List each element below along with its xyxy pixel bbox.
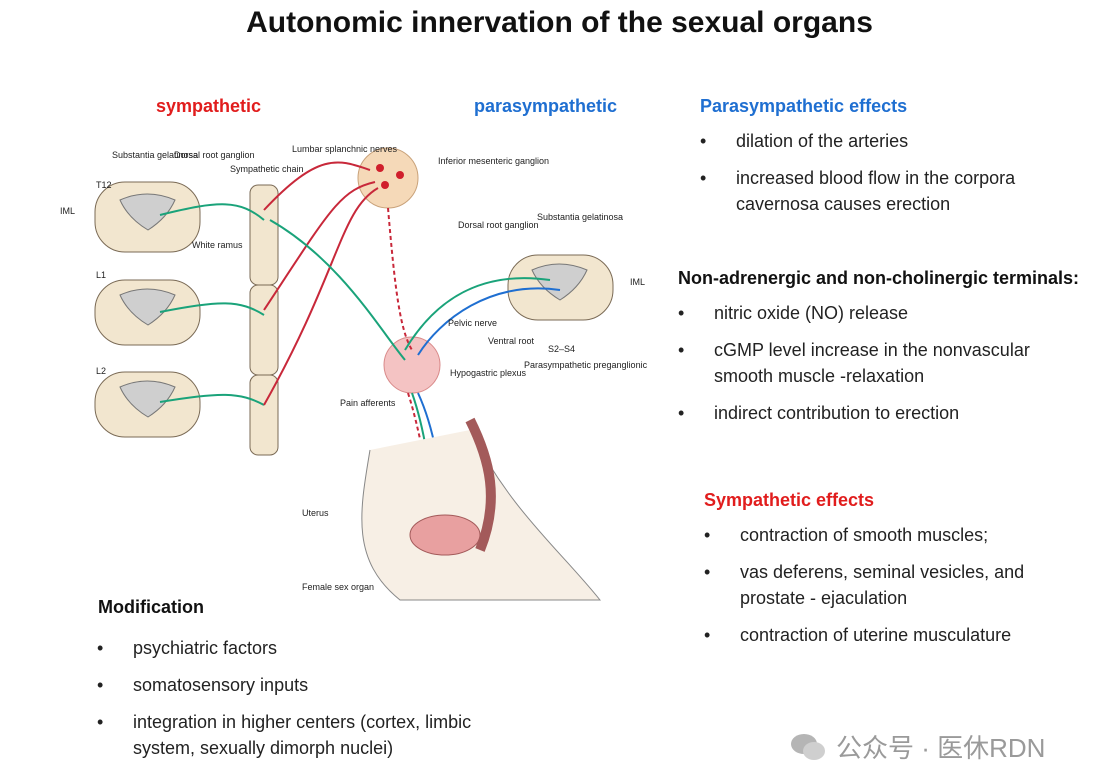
- label-uterus: Uterus: [302, 508, 329, 518]
- list-item: contraction of smooth muscles;: [704, 522, 1074, 548]
- label-iml-left: IML: [60, 206, 75, 216]
- label-iml-right: IML: [630, 277, 645, 287]
- list-item: integration in higher centers (cortex, l…: [97, 709, 537, 761]
- watermark-text: 公众号 · 医休RDN: [836, 733, 1046, 763]
- nanc-list: nitric oxide (NO) release cGMP level inc…: [678, 300, 1078, 437]
- label-dorsal-root-ganglion-1: Dorsal root ganglion: [174, 150, 255, 160]
- label-lumbar-splanchnic: Lumbar splanchnic nerves: [292, 144, 398, 154]
- uterus-shape: [409, 514, 481, 556]
- label-l2: L2: [96, 366, 106, 376]
- wechat-icon: [791, 733, 825, 760]
- label-t12: T12: [96, 180, 112, 190]
- label-pain-afferents: Pain afferents: [340, 398, 396, 408]
- hypogastric-plexus-shape: [383, 336, 441, 394]
- list-item: nitric oxide (NO) release: [678, 300, 1078, 326]
- parasympathetic-effects-list: dilation of the arteries increased blood…: [700, 128, 1080, 228]
- sympathetic-effects-heading: Sympathetic effects: [704, 490, 875, 510]
- list-item: dilation of the arteries: [700, 128, 1080, 154]
- nanc-heading: Non-adrenergic and non-cholinergic termi…: [678, 268, 1080, 288]
- innervation-diagram: Substantia gelatinosa Dorsal root gangli…: [60, 144, 650, 601]
- label-parasympathetic-preganglionic: Parasympathetic preganglionic neurons: [524, 360, 650, 370]
- list-item: contraction of uterine musculature: [704, 622, 1074, 648]
- pelvis-outline: [361, 429, 602, 601]
- spinal-segment-s2s4: [507, 254, 614, 321]
- label-inferior-mesenteric: Inferior mesenteric ganglion: [438, 156, 549, 166]
- list-item: somatosensory inputs: [97, 672, 537, 698]
- label-ventral-root: Ventral root: [488, 336, 535, 346]
- watermark: 公众号 · 医休RDN: [790, 728, 1045, 765]
- label-l1: L1: [96, 270, 106, 280]
- inferior-mesenteric-ganglion-shape: [357, 147, 419, 209]
- spinal-segment-t12: [94, 181, 201, 253]
- list-item: psychiatric factors: [97, 635, 537, 661]
- label-s2s4: S2–S4: [548, 344, 575, 354]
- label-dorsal-root-ganglion-2: Dorsal root ganglion: [458, 220, 539, 230]
- parasympathetic-effects-heading: Parasympathetic effects: [700, 96, 908, 116]
- sympathetic-effects-list: contraction of smooth muscles; vas defer…: [704, 522, 1074, 659]
- sympathetic-chain-shape: [249, 184, 279, 456]
- label-hypogastric-plexus: Hypogastric plexus: [450, 368, 527, 378]
- page-title: Autonomic innervation of the sexual orga…: [246, 6, 873, 39]
- modification-heading: Modification: [98, 597, 204, 617]
- label-substantia-gelatinosa-1: Substantia gelatinosa: [112, 150, 198, 160]
- spinal-segment-l2: [94, 371, 201, 438]
- list-item: increased blood flow in the corpora cave…: [700, 165, 1080, 217]
- label-female-sex-organ: Female sex organ: [302, 582, 374, 592]
- parasympathetic-label: parasympathetic: [474, 96, 618, 116]
- spinal-segment-l1: [94, 279, 201, 346]
- modification-list: psychiatric factors somatosensory inputs…: [97, 635, 537, 772]
- list-item: vas deferens, seminal vesicles, and pros…: [704, 559, 1074, 611]
- label-pelvic-nerve: Pelvic nerve: [448, 318, 497, 328]
- label-white-ramus: White ramus: [192, 240, 243, 250]
- label-substantia-gelatinosa-2: Substantia gelatinosa: [537, 212, 623, 222]
- label-sympathetic-chain: Sympathetic chain: [230, 164, 304, 174]
- list-item: indirect contribution to erection: [678, 400, 1078, 426]
- sympathetic-label: sympathetic: [156, 96, 262, 116]
- list-item: cGMP level increase in the nonvascular s…: [678, 337, 1078, 389]
